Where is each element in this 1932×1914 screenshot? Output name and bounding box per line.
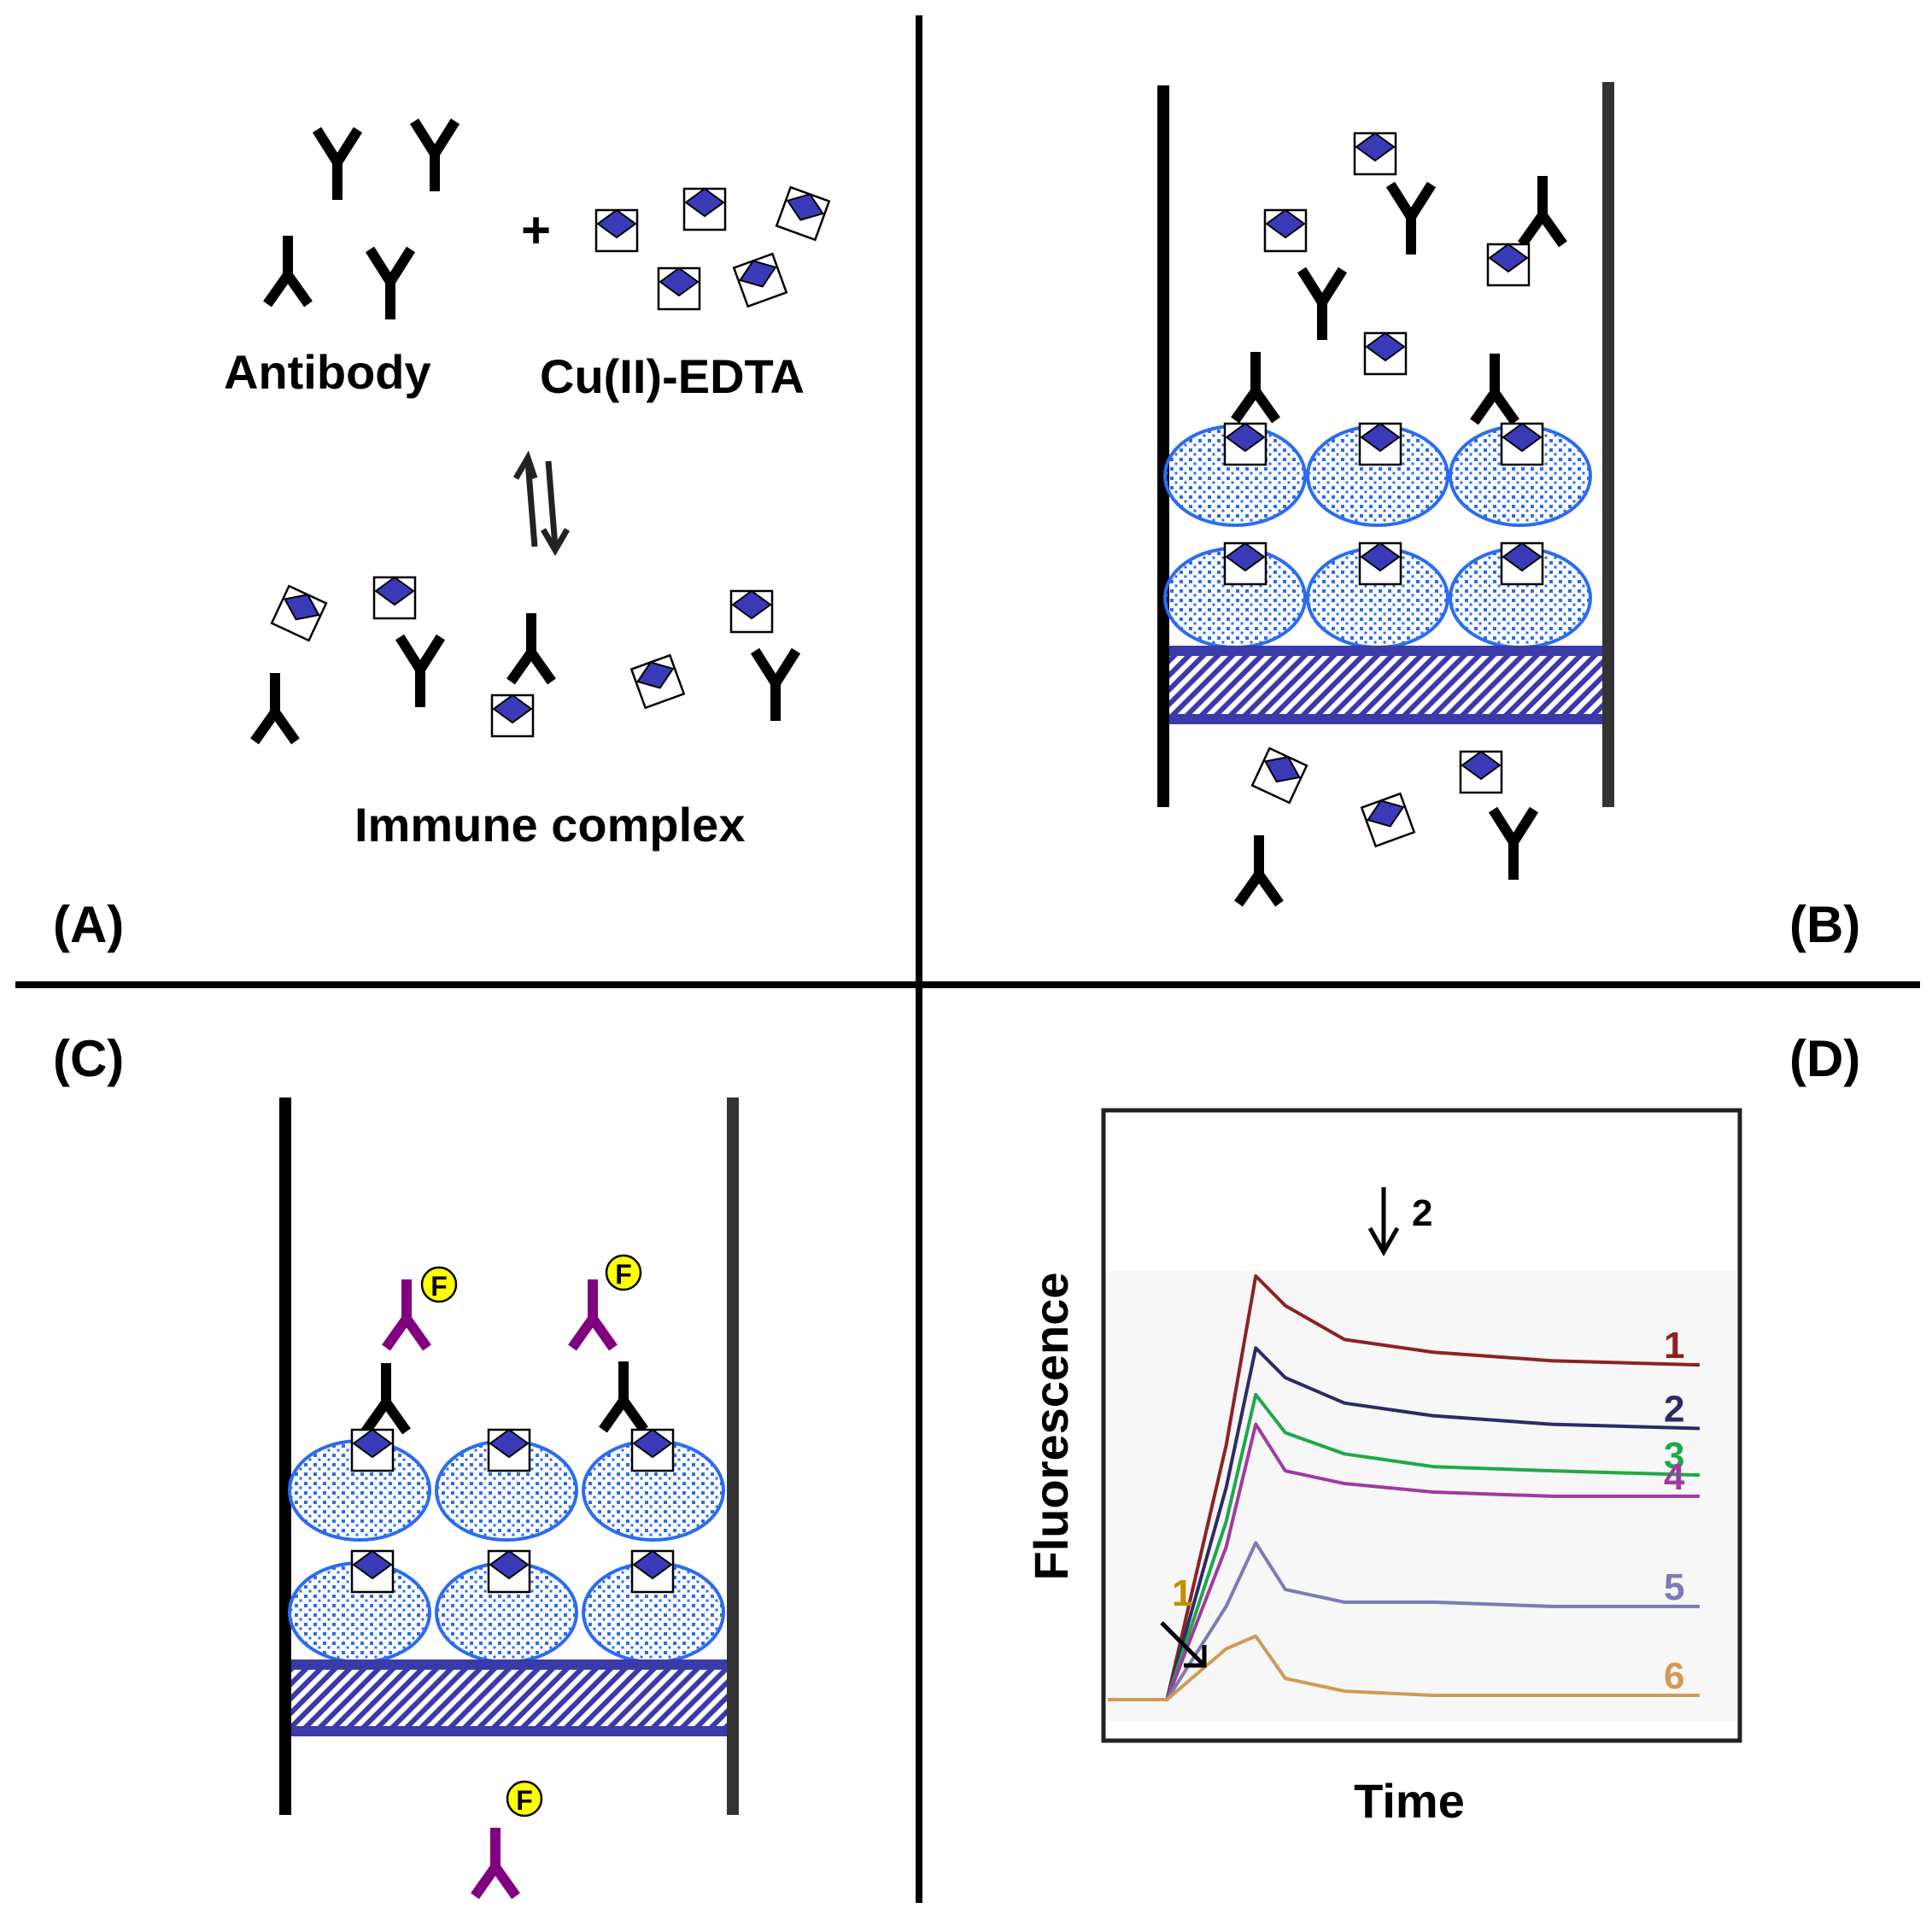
antibody-icon — [1238, 835, 1279, 904]
antibody-label: Antibody — [224, 345, 431, 399]
antibody-icon — [370, 249, 411, 319]
cu-edta-hapten-icon — [270, 584, 328, 642]
panel-a-label: (A) — [53, 896, 124, 953]
fluorescent-tag-label: F — [615, 1259, 632, 1290]
panel-c: (C) F F F — [53, 1030, 739, 1896]
panel-d-label: (D) — [1789, 1030, 1860, 1087]
cu-edta-hapten-icon — [732, 252, 788, 308]
immune-complex-label: Immune complex — [354, 798, 745, 852]
plot-area: 1 234 5 6 — [1108, 1271, 1736, 1722]
fluorescent-tag-label: F — [516, 1785, 533, 1816]
labeled-antibody-icon — [386, 1279, 427, 1348]
labeled-antibody-icon — [572, 1279, 613, 1348]
antibody-icon — [366, 1363, 407, 1431]
wash-arrow-2 — [1367, 1187, 1400, 1257]
panel-c-label: (C) — [53, 1030, 124, 1087]
column-frit — [291, 1659, 727, 1736]
series-line-2 — [1108, 1346, 1701, 1701]
cu-edta-hapten-icon — [594, 208, 639, 253]
cu-edta-label: Cu(II)-EDTA — [540, 349, 805, 403]
cu-edta-hapten-icon — [1353, 132, 1397, 176]
panel-b: (B) — [1157, 82, 1860, 953]
cu-edta-hapten-icon — [1486, 243, 1531, 287]
cu-edta-hapten-icon — [729, 589, 774, 634]
antibody-icon — [1235, 352, 1276, 420]
injection-arrow-1 — [1160, 1621, 1207, 1668]
cu-edta-hapten-icon — [372, 576, 417, 620]
antibody-icon — [1390, 184, 1431, 255]
series-label-3: 3 — [1664, 1435, 1684, 1477]
cu-edta-hapten-icon — [350, 1428, 395, 1472]
series-label-1: 1 — [1664, 1325, 1684, 1367]
cu-edta-hapten-icon — [1363, 331, 1408, 376]
series-label-5: 5 — [1664, 1566, 1684, 1608]
series-line-5 — [1108, 1541, 1700, 1701]
cu-edta-hapten-icon — [1500, 422, 1544, 466]
series-line-1 — [1108, 1274, 1701, 1701]
x-axis-label: Time — [1354, 1774, 1465, 1828]
cu-edta-hapten-icon — [657, 266, 701, 311]
cu-edta-hapten-icon — [1358, 422, 1402, 466]
panel-b-label: (B) — [1789, 896, 1860, 953]
column-frit — [1169, 646, 1602, 724]
antibody-icon — [603, 1361, 644, 1430]
cu-edta-hapten-icon — [1500, 541, 1544, 586]
antibody-icon — [414, 121, 455, 191]
cu-edta-hapten-icon — [1223, 541, 1268, 586]
cu-edta-hapten-icon — [630, 1549, 675, 1594]
cu-edta-hapten-icon — [487, 1549, 531, 1594]
antibody-icon — [511, 613, 552, 682]
plus-sign: + — [521, 202, 551, 259]
cu-edta-hapten-icon — [1263, 208, 1308, 253]
y-axis-label: Fluorescence — [1024, 1272, 1078, 1580]
cu-edta-hapten-icon — [1360, 792, 1416, 848]
antibody-icon — [1302, 270, 1343, 340]
cu-edta-hapten-icon — [490, 694, 535, 738]
antibody-icon — [267, 236, 308, 304]
labeled-antibody-icon — [475, 1828, 516, 1896]
antibody-icon — [255, 673, 296, 741]
cu-edta-hapten-icon — [630, 1428, 675, 1472]
series-label-4: 4 — [1664, 1456, 1685, 1498]
arrow-1-label: 1 — [1172, 1572, 1192, 1614]
series-label-2: 2 — [1664, 1389, 1684, 1431]
cu-edta-hapten-icon — [1223, 422, 1268, 466]
antibody-icon — [755, 651, 796, 721]
panel-a: + Antibody Cu(II)-EDTA Immune complex (A… — [53, 121, 831, 953]
antibody-icon — [400, 637, 441, 707]
series-line-6 — [1108, 1634, 1700, 1701]
cu-edta-hapten-icon — [1459, 750, 1503, 794]
series-label-6: 6 — [1664, 1655, 1684, 1697]
cu-edta-hapten-icon — [629, 653, 686, 710]
cu-edta-hapten-icon — [350, 1549, 395, 1594]
series-line-3 — [1108, 1392, 1701, 1701]
cu-edta-hapten-icon — [487, 1428, 531, 1472]
cu-edta-hapten-icon — [775, 185, 831, 242]
antibody-icon — [1474, 354, 1515, 422]
arrow-2-label: 2 — [1412, 1192, 1432, 1234]
antibody-icon — [317, 130, 358, 200]
cu-edta-hapten-icon — [682, 187, 727, 231]
antibody-icon — [1493, 810, 1534, 880]
cu-edta-hapten-icon — [1358, 541, 1402, 586]
equilibrium-arrows-icon — [512, 450, 571, 556]
antibody-icon — [1522, 176, 1563, 244]
cu-edta-hapten-icon — [1250, 746, 1308, 805]
fluorescent-tag-label: F — [430, 1271, 448, 1302]
